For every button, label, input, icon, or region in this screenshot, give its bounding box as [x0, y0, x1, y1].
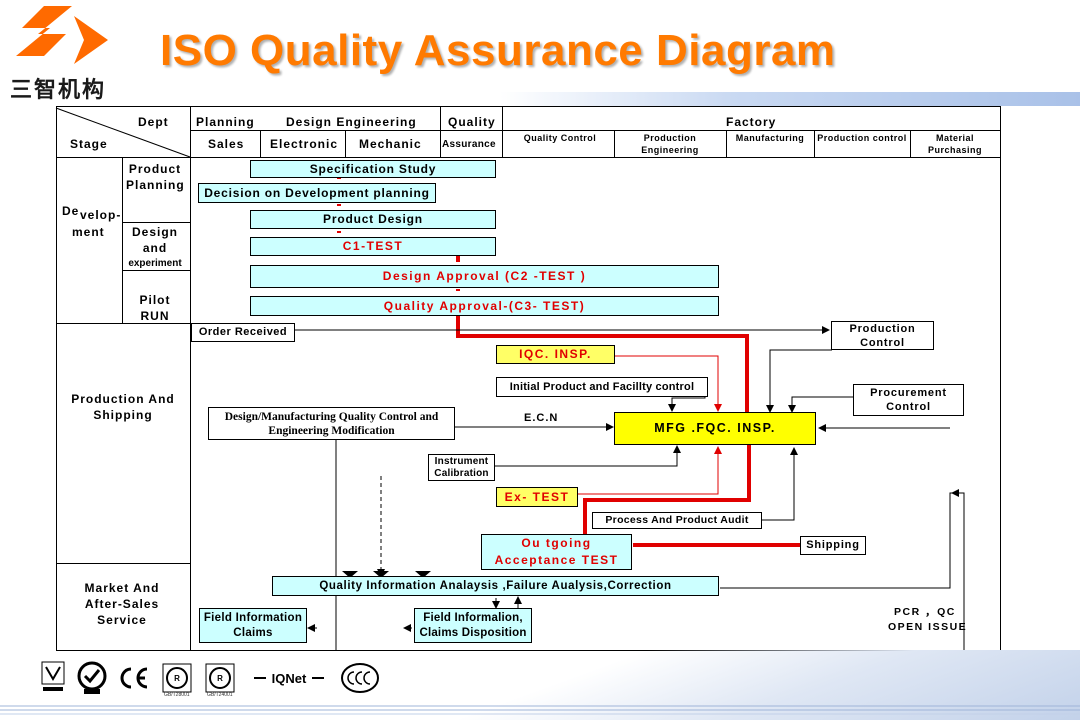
- stage-design-a: Design: [131, 225, 178, 239]
- sgs-icon: [76, 660, 108, 696]
- logo-text: 三智机构: [10, 77, 107, 102]
- design-mfg-qc-box: Design/Manufacturing Quality Control and…: [208, 407, 455, 440]
- process-audit-box: Process And Product Audit: [592, 512, 762, 529]
- procurement-control-box: Procurement Control: [853, 384, 964, 416]
- c1-test-box: C1-TEST: [250, 237, 496, 256]
- stage-product-planning: Product Planning: [126, 162, 185, 192]
- rcsm-28001-icon: R: [162, 660, 192, 696]
- svg-text:IQNet: IQNet: [272, 671, 307, 686]
- quality-info-box: Quality Information Analaysis ,Failure A…: [272, 576, 719, 596]
- footer-band: [380, 650, 1080, 720]
- outgoing-test-box: Ou tgoing Acceptance TEST: [481, 534, 632, 570]
- production-control-box: Production Control: [831, 321, 934, 350]
- mfg-fqc-insp-box: MFG .FQC. INSP.: [614, 412, 816, 445]
- spec-study-box: Specification Study: [250, 160, 496, 178]
- header-assurance: Assurance: [442, 139, 496, 150]
- quality-approval-box: Quality Approval-(C3- TEST): [250, 296, 719, 316]
- logo-icon: [16, 6, 108, 64]
- iqnet-icon: IQNet: [252, 660, 326, 696]
- header-factory: Factory: [726, 115, 777, 129]
- header-quality: Quality: [448, 115, 496, 129]
- shipping-box: Shipping: [800, 536, 866, 555]
- stage-develop-c: ment: [72, 225, 105, 239]
- stage-market-after-sales: Market And After-Sales Service: [84, 581, 160, 627]
- rcsm-24001-icon: R: [205, 660, 235, 696]
- open-issue-label: OPEN ISSUE: [888, 621, 968, 633]
- header-design-engineering: Design Engineering: [286, 115, 417, 129]
- initial-product-box: Initial Product and Facillty control: [496, 377, 708, 397]
- header-planning: Planning: [196, 115, 255, 129]
- stage-design-c: experiment: [128, 258, 182, 269]
- iqc-insp-box: IQC. INSP.: [496, 345, 615, 364]
- svg-text:R: R: [174, 674, 180, 683]
- outgoing-label-b: Acceptance TEST: [494, 553, 619, 567]
- cert-label-24001: GB/T24001: [207, 692, 233, 698]
- stage-develop-a: De: [62, 204, 80, 218]
- ex-test-box: Ex- TEST: [496, 487, 578, 507]
- stage-pilot-run: Pilot RUN: [139, 293, 171, 323]
- header-sales: Sales: [208, 137, 245, 151]
- product-design-box: Product Design: [250, 210, 496, 229]
- design-approval-box: Design Approval (C2 -TEST ): [250, 265, 719, 288]
- ccc-icon: [340, 660, 380, 696]
- title-band: [500, 92, 1080, 106]
- cert-label-28001: GB/T28001: [164, 692, 190, 698]
- svg-text:R: R: [217, 674, 223, 683]
- decision-box: Decision on Development planning: [198, 183, 436, 203]
- header-mechanic: Mechanic: [359, 137, 422, 151]
- field-info-claims-box: Field Information Claims: [199, 608, 307, 643]
- pcr-qc-label: PCR ，QC: [894, 606, 956, 618]
- header-dept: Dept: [138, 115, 169, 129]
- field-info-disposition-box: Field Informalion, Claims Disposition: [414, 608, 532, 643]
- instrument-calibration-box: Instrument Calibration: [428, 454, 495, 481]
- order-received-box: Order Received: [191, 323, 295, 342]
- stage-production-shipping: Production And Shipping: [71, 392, 175, 422]
- header-production-engineering: Production Engineering: [641, 133, 699, 155]
- stage-design-b: and: [142, 241, 168, 255]
- ecn-label: E.C.N: [524, 412, 559, 424]
- header-electronic: Electronic: [270, 137, 339, 151]
- outgoing-label-a: Ou tgoing: [521, 536, 592, 550]
- stage-develop-b: velop-: [80, 208, 122, 222]
- ce-icon: [118, 660, 150, 696]
- header-manufacturing: Manufacturing: [735, 133, 805, 143]
- ukas-icon: [40, 660, 66, 696]
- header-production-control: Production control: [817, 133, 907, 143]
- header-stage: Stage: [70, 137, 108, 151]
- header-quality-control: Quality Control: [523, 133, 597, 143]
- page-title: ISO Quality Assurance Diagram: [160, 26, 836, 75]
- footer-stripes: [0, 705, 1080, 715]
- header-material-purchasing: Material Purchasing: [927, 133, 982, 155]
